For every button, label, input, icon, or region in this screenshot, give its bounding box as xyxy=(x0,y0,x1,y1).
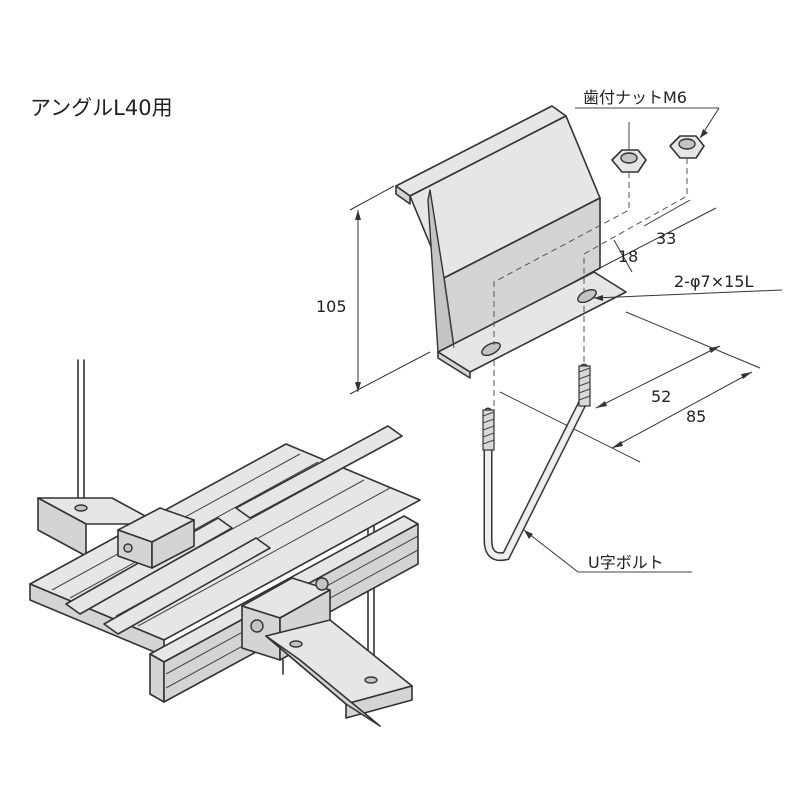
angle-bracket xyxy=(395,105,627,379)
page-title: アングルL40用 xyxy=(30,96,173,120)
holes-callout: 2-φ7×15L xyxy=(593,272,783,301)
nut-label: 歯付ナットM6 xyxy=(583,88,687,107)
dim-18-label: 18 xyxy=(618,247,638,266)
slot-right xyxy=(577,288,597,304)
dim-33-label: 33 xyxy=(656,229,676,248)
nut-left xyxy=(611,122,647,173)
dim-spans: 52 85 xyxy=(499,311,761,463)
nut-right xyxy=(669,135,705,159)
dim-height-label: 105 xyxy=(316,297,347,316)
toothed-nuts: 歯付ナットM6 xyxy=(575,88,720,173)
ladder-rung xyxy=(235,425,403,519)
center-lines xyxy=(493,158,688,410)
dim-offsets: 18 33 xyxy=(595,199,717,273)
holes-label: 2-φ7×15L xyxy=(674,272,753,291)
u-bolt-label: U字ボルト xyxy=(588,553,664,572)
dim-height: 105 xyxy=(316,185,431,395)
thread-right xyxy=(578,365,591,407)
dim-52-label: 52 xyxy=(651,387,671,406)
ladder-rung xyxy=(103,537,271,635)
thread-left xyxy=(482,409,495,451)
slot-left xyxy=(481,341,501,357)
u-bolt: U字ボルト xyxy=(482,363,692,573)
dim-85-label: 85 xyxy=(686,407,706,426)
cable-ladder-assembly xyxy=(29,359,421,727)
